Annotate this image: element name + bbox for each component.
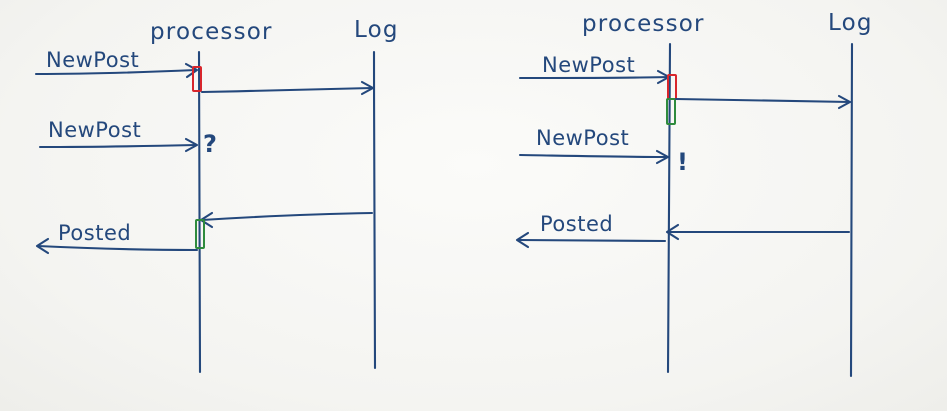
left-log-lifeline (372, 50, 377, 370)
left-log-ack-arrow (200, 211, 374, 222)
right-first-newpost-arrow (518, 75, 670, 80)
left-second-newpost-arrowhead (184, 137, 199, 153)
left-second-newpost-label: NewPost (48, 118, 141, 142)
left-log-write-arrowhead (360, 80, 375, 96)
left-sequence-diagram: processor Log NewPost NewPost ? (34, 17, 399, 374)
right-processor-label: processor (582, 11, 705, 37)
right-log-write-arrow (674, 97, 852, 104)
left-log-label: Log (354, 17, 399, 43)
right-log-label: Log (828, 10, 873, 36)
right-exclamation-mark: ! (677, 148, 688, 176)
left-posted-arrow (36, 244, 199, 252)
right-first-newpost-label: NewPost (542, 53, 635, 77)
left-posted-arrowhead (35, 237, 50, 255)
right-second-newpost-label: NewPost (536, 126, 629, 150)
right-posted-arrowhead (515, 231, 530, 249)
left-first-newpost-arrowhead (184, 62, 199, 79)
left-busy-box (192, 66, 202, 92)
right-processor-lifeline (666, 42, 672, 374)
left-log-write-arrow (200, 86, 374, 94)
left-question-mark: ? (203, 130, 217, 158)
left-first-newpost-label: NewPost (46, 48, 139, 72)
left-processor-label: processor (150, 19, 273, 45)
right-log-write-arrowhead (837, 94, 852, 110)
right-posted-label: Posted (540, 212, 613, 236)
right-sequence-diagram: processor Log NewPost NewPost ! (515, 10, 873, 378)
left-ready-box (195, 219, 205, 249)
right-second-newpost-arrowhead (655, 149, 670, 165)
right-log-lifeline (849, 42, 854, 378)
left-first-newpost-arrow (34, 68, 198, 76)
right-log-ack-arrowhead (665, 223, 680, 241)
right-second-newpost-arrow (518, 153, 669, 159)
right-ready-box (666, 98, 676, 125)
left-processor-lifeline (197, 50, 202, 374)
right-posted-arrow (516, 238, 667, 243)
left-second-newpost-arrow (38, 143, 198, 149)
left-posted-label: Posted (58, 221, 131, 245)
